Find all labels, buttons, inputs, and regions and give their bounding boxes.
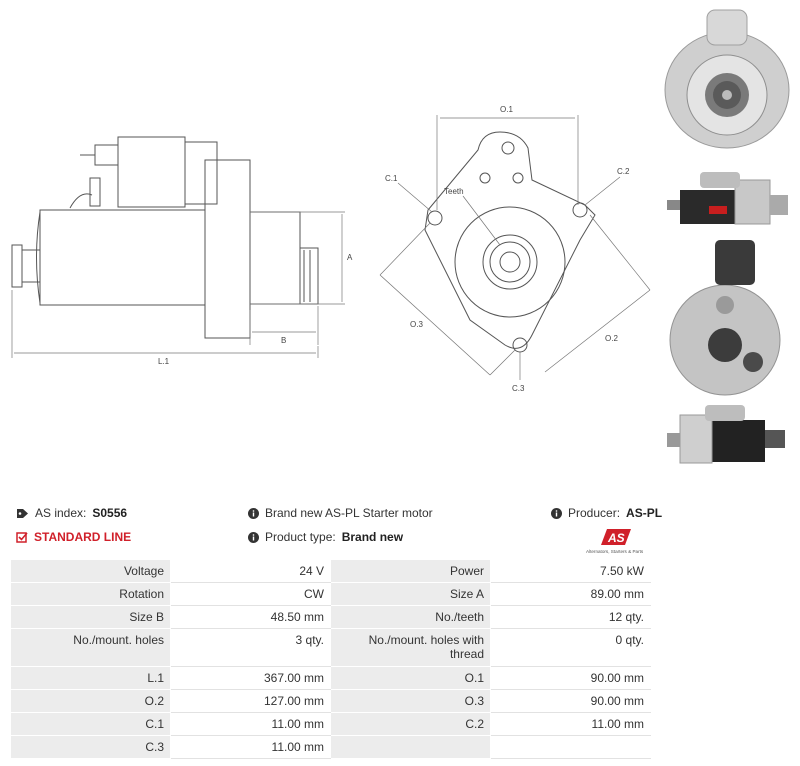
dim-label-c2: C.2 — [617, 167, 630, 176]
spec-value — [490, 735, 651, 759]
spec-value: 90.00 mm — [490, 666, 651, 690]
front-view-drawing — [424, 131, 596, 353]
producer-label: Producer: — [568, 506, 621, 520]
spec-value: 127.00 mm — [170, 689, 331, 713]
product-description: Brand new AS-PL Starter motor — [248, 506, 433, 520]
spec-label: No./teeth — [330, 605, 491, 629]
spec-label — [330, 735, 491, 759]
dim-label-c1: C.1 — [385, 174, 398, 183]
as-pl-logo: AS Alternators, Starters & Parts — [586, 529, 644, 554]
spec-label: Voltage — [10, 559, 171, 583]
product-type-value: Brand new — [341, 530, 404, 544]
product-photos — [664, 9, 790, 464]
spec-label: Size A — [330, 582, 491, 606]
dim-label-o3: O.3 — [410, 320, 423, 329]
spec-label: L.1 — [10, 666, 171, 690]
dim-label-b: B — [281, 336, 286, 345]
product-photo-front — [664, 9, 790, 149]
checkbox-check-icon — [16, 532, 28, 543]
product-photo-side-2 — [667, 405, 785, 464]
spec-value: 24 V — [170, 559, 331, 583]
spec-value: 0 qty. — [490, 628, 651, 667]
spec-value: 89.00 mm — [490, 582, 651, 606]
dim-label-c3: C.3 — [512, 384, 525, 393]
logo-tagline: Alternators, Starters & Parts — [586, 549, 644, 554]
product-type-label: Product type: — [265, 530, 336, 544]
spec-value: 90.00 mm — [490, 689, 651, 713]
dim-label-o1: O.1 — [500, 105, 513, 114]
technical-drawings: A B L.1 O.1 C.1 C.2 Teeth O.3 O.2 C.3 — [11, 105, 651, 393]
spec-value: 11.00 mm — [170, 712, 331, 736]
spec-label: Rotation — [10, 582, 171, 606]
spec-label: O.3 — [330, 689, 491, 713]
spec-label: Power — [330, 559, 491, 583]
dim-label-teeth: Teeth — [444, 187, 464, 196]
info-icon — [551, 507, 562, 519]
info-icon — [248, 507, 259, 519]
spec-value: 11.00 mm — [490, 712, 651, 736]
spec-label: No./mount. holes — [10, 628, 171, 667]
spec-value: 12 qty. — [490, 605, 651, 629]
spec-value: 11.00 mm — [170, 735, 331, 759]
description-text: Brand new AS-PL Starter motor — [265, 506, 433, 520]
product-info: AS index: S0556 STANDARD LINE Brand new … — [0, 500, 800, 560]
standard-line: STANDARD LINE — [16, 530, 131, 544]
info-icon — [248, 531, 259, 543]
spec-label: Size B — [10, 605, 171, 629]
logo-mark: AS — [607, 531, 625, 545]
spec-label: C.3 — [10, 735, 171, 759]
spec-value: CW — [170, 582, 331, 606]
dim-label-l1: L.1 — [158, 357, 170, 366]
product-photo-side — [667, 172, 788, 225]
side-view-drawing — [11, 136, 319, 339]
producer-value: AS-PL — [626, 506, 663, 520]
as-index-label: AS index: — [35, 506, 87, 520]
spec-value: 7.50 kW — [490, 559, 651, 583]
spec-label: C.2 — [330, 712, 491, 736]
spec-label: C.1 — [10, 712, 171, 736]
as-index-value: S0556 — [92, 506, 128, 520]
product-photo-rear — [669, 240, 781, 396]
product-type: Product type: Brand new — [248, 530, 403, 544]
producer: Producer: AS-PL — [551, 506, 662, 520]
spec-label: O.2 — [10, 689, 171, 713]
spec-label: O.1 — [330, 666, 491, 690]
dim-label-a: A — [347, 253, 353, 262]
spec-label: No./mount. holes with thread — [330, 628, 491, 667]
spec-value: 48.50 mm — [170, 605, 331, 629]
spec-value: 367.00 mm — [170, 666, 331, 690]
tag-icon — [17, 508, 28, 518]
spec-value: 3 qty. — [170, 628, 331, 667]
dim-label-o2: O.2 — [605, 334, 618, 343]
standard-line-label: STANDARD LINE — [34, 530, 132, 544]
as-index: AS index: S0556 — [16, 506, 127, 520]
